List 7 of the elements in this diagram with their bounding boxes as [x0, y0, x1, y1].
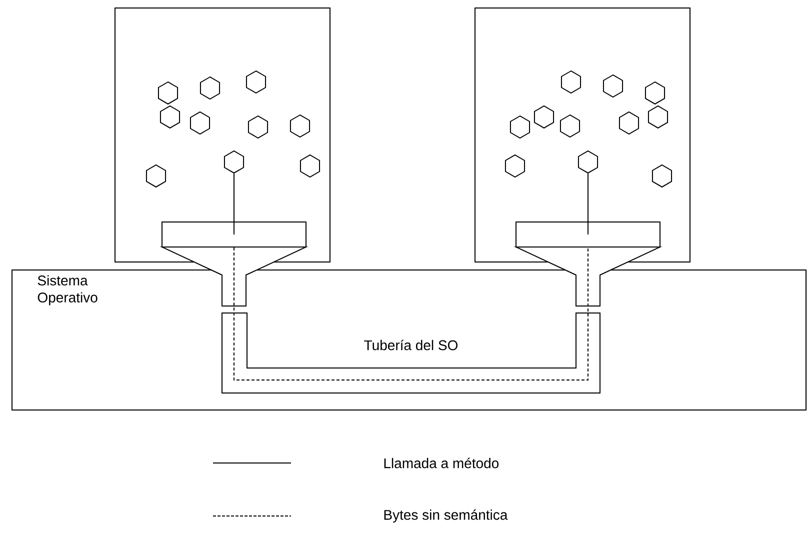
legend-text: Bytes sin semántica [384, 509, 508, 523]
funnel [514, 222, 662, 306]
legend-text: Llamada a método [384, 458, 499, 468]
connector [234, 247, 588, 380]
funnel [160, 222, 308, 306]
pipe-label: Tubería del SO [364, 340, 458, 350]
os-label: Sistema Operativo [38, 275, 98, 306]
